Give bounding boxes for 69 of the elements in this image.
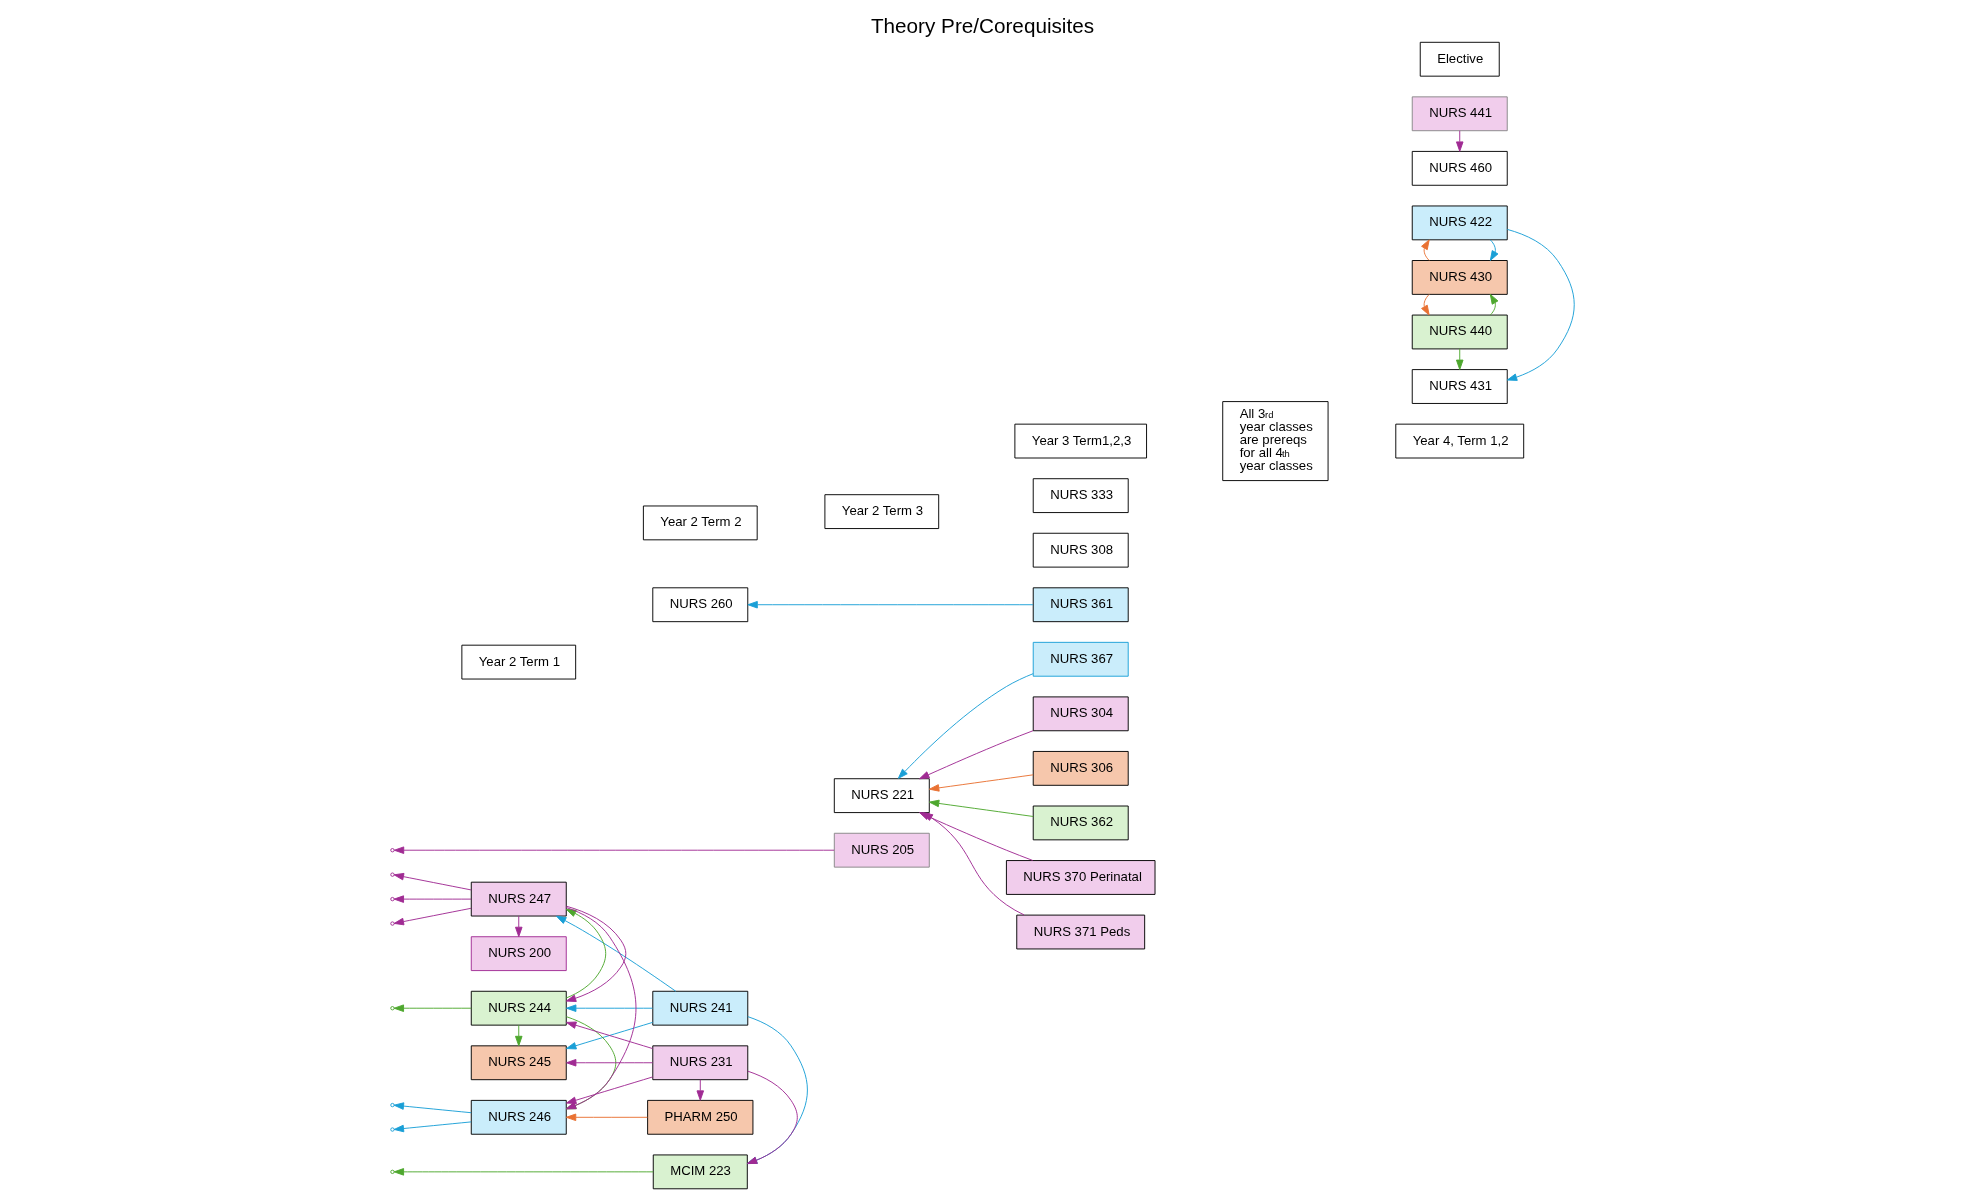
arrow	[928, 774, 1034, 792]
arrow	[565, 905, 627, 1002]
node-box: NURS 308	[1032, 532, 1129, 568]
arrow	[566, 1076, 654, 1104]
node-box: NURS 245	[470, 1045, 567, 1081]
arrow	[566, 1021, 654, 1050]
arrow	[1421, 293, 1430, 316]
node-box: NURS 441	[1411, 96, 1508, 132]
node-box: NURS 200	[470, 936, 567, 972]
arrow	[1421, 239, 1430, 261]
arrow	[393, 872, 472, 891]
arrow	[393, 1102, 472, 1114]
arrow	[393, 846, 835, 854]
node-box: NURS 231	[652, 1045, 749, 1081]
node-box: NURS 221	[833, 778, 930, 814]
arrow	[565, 1113, 648, 1122]
node-box: NURS 304	[1032, 696, 1129, 732]
node-box: NURS 367	[1032, 641, 1129, 677]
arrow	[515, 915, 523, 938]
arrow	[515, 1024, 523, 1047]
node-box: NURS 241	[652, 990, 749, 1026]
arrow	[556, 915, 677, 992]
arrow	[1456, 130, 1464, 152]
arrow	[565, 907, 637, 1110]
node-box: NURS 370 Perinatal	[1005, 860, 1156, 895]
node-box: NURS 333	[1032, 478, 1129, 514]
arrow	[393, 1004, 472, 1012]
arrow	[922, 812, 1025, 916]
node-box: NURS 362	[1032, 805, 1129, 841]
arrow	[1489, 293, 1499, 316]
node-box: NURS 205	[833, 832, 930, 868]
node-box: All 3rd year classes are prereqs for all 4th year classes	[1222, 401, 1329, 482]
node-box: Year 2 Term 1	[461, 644, 577, 680]
node-box: MCIM 223	[652, 1154, 748, 1190]
arrow	[393, 1121, 472, 1133]
node-box: NURS 247	[470, 881, 567, 917]
arrow	[897, 673, 1034, 779]
node-box: Year 3 Term1,2,3	[1014, 423, 1147, 459]
arrow	[746, 1070, 798, 1165]
arrow	[566, 1059, 654, 1067]
node-box: Year 2 Term 2	[642, 505, 758, 541]
node-box: NURS 430	[1411, 260, 1508, 295]
arrow	[1489, 239, 1499, 261]
arrow	[1506, 228, 1575, 381]
arrow	[928, 799, 1034, 817]
arrow	[565, 908, 607, 999]
node-box: NURS 306	[1032, 751, 1129, 786]
arrow	[919, 730, 1034, 780]
arrow	[393, 895, 472, 903]
node-box: NURS 440	[1411, 314, 1508, 350]
node-box: NURS 260	[652, 587, 749, 623]
node-box: Year 2 Term 3	[824, 494, 940, 529]
arrow	[393, 907, 472, 926]
node-box: NURS 460	[1411, 150, 1508, 186]
node-box: Year 4, Term 1,2	[1395, 423, 1525, 459]
node-box: NURS 246	[470, 1099, 567, 1135]
node-box: NURS 422	[1411, 205, 1508, 241]
node-box: Elective	[1419, 41, 1500, 77]
arrow	[696, 1079, 705, 1101]
node-box: NURS 371 Peds	[1016, 914, 1146, 950]
arrow	[393, 1168, 654, 1176]
arrow	[747, 600, 1034, 609]
arrow	[1456, 348, 1464, 370]
node-box: NURS 361	[1032, 587, 1129, 623]
node-box: PHARM 250	[647, 1099, 754, 1135]
diagram-title: Theory Pre/Corequisites	[870, 13, 1095, 37]
arrow	[566, 1004, 654, 1012]
node-box: NURS 431	[1411, 369, 1508, 404]
node-box: NURS 244	[470, 990, 567, 1026]
